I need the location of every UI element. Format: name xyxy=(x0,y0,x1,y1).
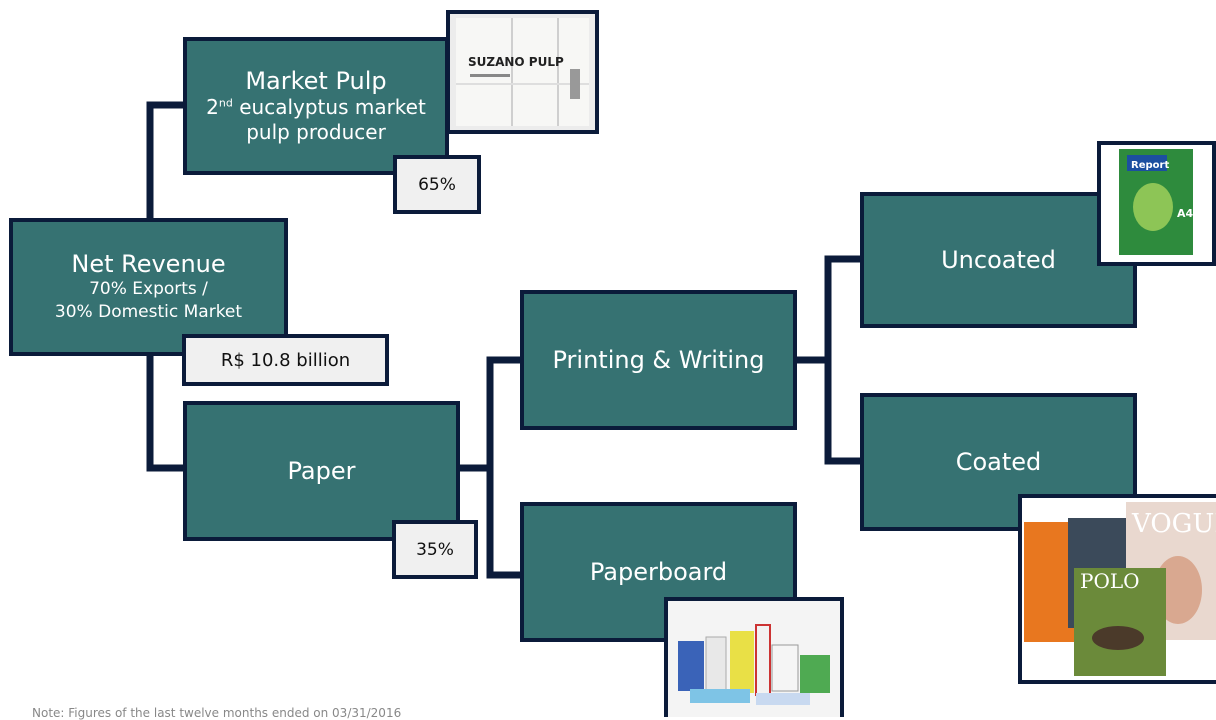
connector-revenue-to-paper xyxy=(146,356,183,472)
net-revenue-box: Net Revenue 70% Exports / 30% Domestic M… xyxy=(9,218,288,356)
description-rest: eucalyptus market xyxy=(232,95,426,120)
connector-revenue-to-pulp xyxy=(146,101,183,218)
report-size-label: A4 xyxy=(1177,207,1194,220)
uncoated-title: Uncoated xyxy=(941,245,1056,274)
pulp-bales-image: SUZANO PULP xyxy=(450,14,595,130)
pulp-bale-label: SUZANO PULP xyxy=(468,55,564,69)
net-revenue-exports: 70% Exports / xyxy=(89,279,208,300)
net-revenue-value-badge: R$ 10.8 billion xyxy=(182,334,389,386)
coated-box: Coated xyxy=(860,393,1137,531)
net-revenue-domestic: 30% Domestic Market xyxy=(54,302,243,323)
coated-magazines-photo: VOGUE POLO xyxy=(1018,494,1216,684)
report-brand-label: Report xyxy=(1131,160,1169,171)
market-pulp-description-line2: pulp producer xyxy=(246,120,386,145)
market-pulp-title: Market Pulp xyxy=(245,66,387,95)
connector-grade-split xyxy=(824,255,860,465)
paperboard-title: Paperboard xyxy=(589,557,728,586)
footnote: Note: Figures of the last twelve months … xyxy=(32,706,402,720)
ordinal-suffix: nd xyxy=(218,96,233,110)
market-pulp-description-line1: 2nd eucalyptus market xyxy=(206,95,426,120)
uncoated-report-paper-photo: Report A4 xyxy=(1097,141,1216,266)
connector-branch-printing xyxy=(486,356,520,579)
coated-title: Coated xyxy=(955,447,1042,476)
coated-magazine-title-2: POLO xyxy=(1080,569,1140,593)
market-pulp-box: Market Pulp 2nd eucalyptus market pulp p… xyxy=(183,37,449,175)
market-pulp-share-badge: 65% xyxy=(393,155,481,214)
net-revenue-title: Net Revenue xyxy=(71,249,226,278)
printing-writing-box: Printing & Writing xyxy=(520,290,797,430)
paper-title: Paper xyxy=(287,456,356,485)
pulp-bales-photo: SUZANO PULP xyxy=(446,10,599,134)
paper-box: Paper xyxy=(183,401,460,541)
paperboard-packaging-image xyxy=(668,601,840,717)
report-paper-ream-image: Report A4 xyxy=(1101,145,1212,262)
paperboard-packaging-photo xyxy=(664,597,844,717)
uncoated-box: Uncoated xyxy=(860,192,1137,328)
magazine-covers-image: VOGUE POLO xyxy=(1022,498,1216,680)
printing-writing-title: Printing & Writing xyxy=(552,345,765,374)
paper-share-badge: 35% xyxy=(392,520,478,579)
coated-magazine-title-1: VOGUE xyxy=(1131,509,1216,539)
ordinal-number: 2 xyxy=(206,95,219,120)
